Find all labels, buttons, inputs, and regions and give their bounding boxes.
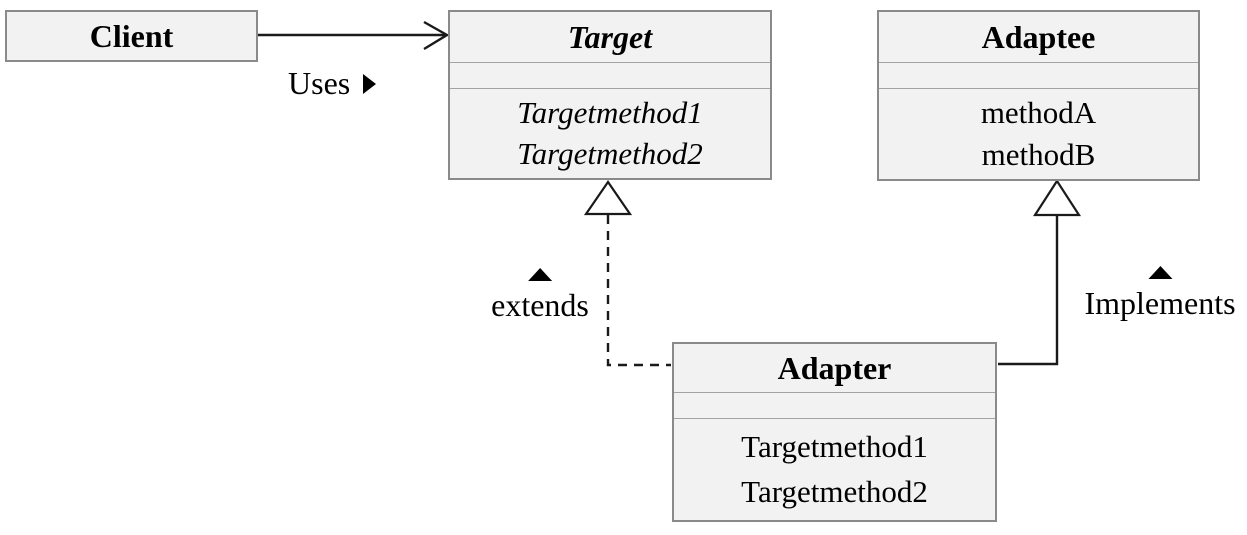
- implements-label: Implements: [1084, 266, 1236, 321]
- class-box-adapter: Adapter Targetmethod1 Targetmethod2: [672, 342, 997, 522]
- hollow-triangle-target-icon: [583, 180, 633, 216]
- uses-label: Uses: [288, 65, 377, 101]
- class-box-target: Target Targetmethod1 Targetmethod2: [448, 10, 772, 180]
- method-label: methodB: [981, 137, 1096, 172]
- up-triangle-icon: [528, 268, 552, 281]
- method-label: Targetmethod2: [517, 136, 703, 172]
- method-label: Targetmethod1: [741, 428, 928, 464]
- open-arrowhead-icon: [423, 20, 450, 51]
- uses-label-text: Uses: [288, 65, 351, 101]
- extends-label-text: extends: [491, 287, 589, 323]
- method-label: Targetmethod1: [517, 94, 703, 130]
- methods-section-adaptee: methodA methodB: [879, 89, 1198, 179]
- method-label: Targetmethod2: [741, 474, 928, 510]
- attributes-section-target: [450, 62, 770, 89]
- uses-association-line: [258, 20, 450, 51]
- implements-solid-line: [998, 216, 1059, 366]
- class-box-client: Client: [5, 10, 258, 62]
- class-name-target: Target: [567, 18, 653, 55]
- attributes-section-adaptee: [879, 62, 1198, 89]
- class-name-adapter: Adapter: [777, 349, 892, 386]
- attributes-section-adapter: [674, 392, 995, 419]
- right-triangle-icon: [363, 73, 377, 94]
- extends-label: extends: [491, 268, 589, 323]
- hollow-triangle-adaptee-icon: [1032, 178, 1082, 217]
- extends-dashed-line: [606, 215, 671, 367]
- class-name-adaptee: Adaptee: [981, 18, 1096, 55]
- method-label: methodA: [980, 95, 1097, 130]
- methods-section-target: Targetmethod1 Targetmethod2: [450, 89, 770, 178]
- class-name-client: Client: [89, 17, 174, 54]
- up-triangle-icon: [1147, 266, 1172, 279]
- class-box-adaptee: Adaptee methodA methodB: [877, 10, 1200, 181]
- methods-section-adapter: Targetmethod1 Targetmethod2: [674, 419, 995, 520]
- implements-label-text: Implements: [1084, 285, 1236, 321]
